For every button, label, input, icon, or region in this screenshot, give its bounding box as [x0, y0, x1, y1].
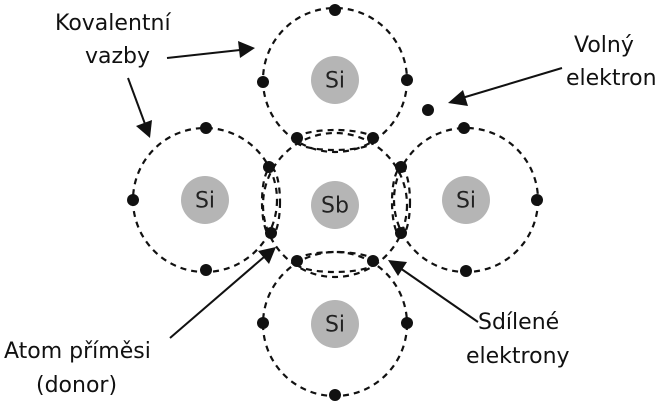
electron	[257, 76, 269, 88]
electron	[200, 122, 212, 134]
nucleus-left	[181, 176, 229, 224]
shared-electron	[291, 132, 303, 144]
nuclei	[181, 56, 490, 348]
label-impurity-atom-line2: (donor)	[36, 373, 117, 398]
bond-loop-bottom	[293, 250, 377, 274]
atom-label-right: Si	[456, 189, 476, 214]
electrons	[127, 4, 543, 401]
shared-electron	[367, 132, 379, 144]
label-impurity-atom-line1: Atom příměsi	[4, 339, 151, 364]
shared-electron	[263, 161, 275, 173]
nucleus-right	[442, 176, 490, 224]
electron	[127, 194, 139, 206]
label-free-electron-line2: elektron	[566, 66, 657, 91]
shared-electron	[265, 227, 277, 239]
electron	[401, 74, 413, 86]
electron	[531, 194, 543, 206]
label-free-electron-line1: Volný	[574, 33, 634, 58]
atom-labels: Si Si Sb Si Si	[195, 69, 476, 338]
label-covalent-bonds-line1: Kovalentní	[55, 11, 171, 36]
arrow-shared-electrons	[388, 260, 479, 323]
electron	[458, 122, 470, 134]
shared-electron	[291, 255, 303, 267]
electron	[460, 265, 472, 277]
label-shared-electrons-line1: Sdílené	[478, 310, 559, 335]
shared-electron	[367, 255, 379, 267]
shared-electron	[395, 227, 407, 239]
arrow-covalent-to-top	[166, 41, 255, 59]
nucleus-bottom	[311, 300, 359, 348]
bond-loop-top	[293, 128, 377, 152]
electron	[257, 317, 269, 329]
nucleus-top	[311, 56, 359, 104]
atom-label-bottom: Si	[325, 313, 345, 338]
electron	[329, 389, 341, 401]
atom-label-center: Sb	[321, 194, 349, 219]
free-electron	[422, 104, 434, 116]
electron	[200, 264, 212, 276]
arrow-covalent-to-left	[127, 77, 152, 138]
callout-arrows	[127, 41, 563, 339]
label-shared-electrons-line2: elektrony	[466, 344, 570, 369]
electron	[401, 317, 413, 329]
arrow-free-electron	[448, 67, 563, 106]
callout-labels: Kovalentní vazby Volný elektron Atom pří…	[4, 11, 657, 398]
atom-label-left: Si	[195, 189, 215, 214]
electron	[329, 4, 341, 16]
atom-label-top: Si	[325, 69, 345, 94]
shared-electron	[395, 161, 407, 173]
arrow-impurity-atom	[169, 247, 276, 339]
label-covalent-bonds-line2: vazby	[85, 44, 150, 69]
nucleus-center	[311, 181, 359, 229]
